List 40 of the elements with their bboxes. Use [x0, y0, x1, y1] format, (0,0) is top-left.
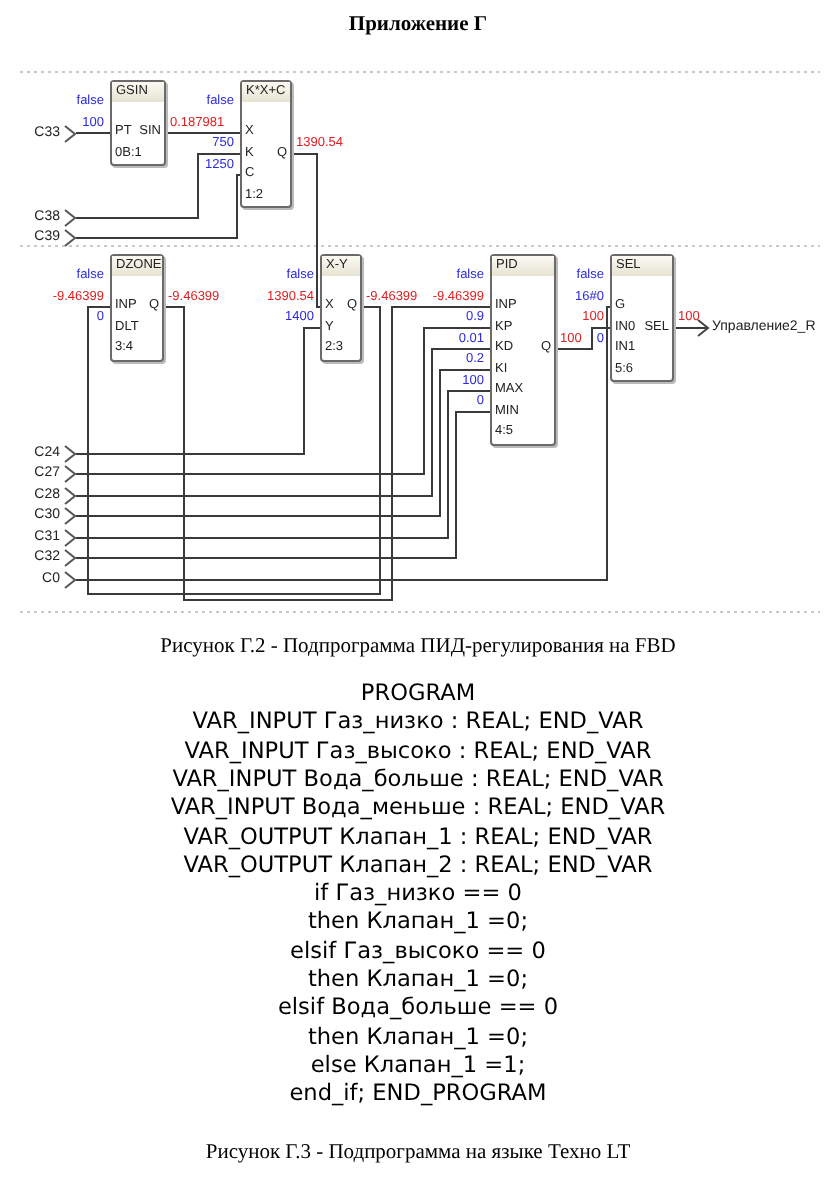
wire [75, 411, 491, 559]
figure-caption: Рисунок Г.2 - Подпрограмма ПИД-регулирования на FBD [160, 634, 676, 660]
function-block [110, 254, 164, 361]
wire [75, 369, 491, 517]
code-line: then Клапан_1 =0; [307, 908, 529, 937]
wire [291, 153, 321, 308]
wire [87, 306, 381, 595]
code-line: VAR_INPUT Газ_низко : REAL; END_VAR [192, 708, 644, 737]
wire [75, 390, 491, 539]
wire [75, 174, 241, 239]
wire [163, 306, 491, 601]
wire [165, 132, 241, 134]
function-block [490, 254, 556, 445]
function-block [320, 254, 362, 361]
code-line: VAR_OUTPUT Клапан_2 : REAL; END_VAR [183, 851, 653, 880]
function-block [240, 80, 292, 208]
code-line: VAR_INPUT Газ_высоко : REAL; END_VAR [184, 737, 652, 766]
code-line: end_if; END_PROGRAM [289, 1080, 547, 1109]
code-line: else Клапан_1 =1; [310, 1051, 526, 1080]
wire [75, 132, 111, 134]
wire [75, 327, 321, 455]
wire [75, 306, 611, 581]
code-line: elsif Газ_высоко == 0 [290, 937, 546, 966]
wire [75, 348, 491, 497]
code-line: VAR_INPUT Вода_меньше : REAL; END_VAR [170, 794, 666, 823]
code-line: VAR_INPUT Вода_больше : REAL; END_VAR [172, 765, 664, 794]
page-title: Приложение Г [348, 12, 488, 38]
code-line: then Клапан_1 =0; [307, 966, 529, 994]
code-line: if Газ_низко == 0 [314, 880, 522, 909]
code-line: PROGRAM [360, 680, 476, 708]
function-block [110, 80, 166, 166]
code-line: then Клапан_1 =0; [307, 1023, 529, 1052]
code-line: elsif Вода_больше == 0 [277, 994, 559, 1023]
function-block [610, 254, 674, 382]
wire [673, 319, 709, 337]
figure-caption: Рисунок Г.3 - Подпрограмма на языке Техно LT [205, 1140, 631, 1166]
code-line: VAR_OUTPUT Клапан_1 : REAL; END_VAR [183, 823, 653, 851]
wire [75, 327, 491, 475]
wire [75, 153, 241, 219]
wire [555, 327, 611, 350]
